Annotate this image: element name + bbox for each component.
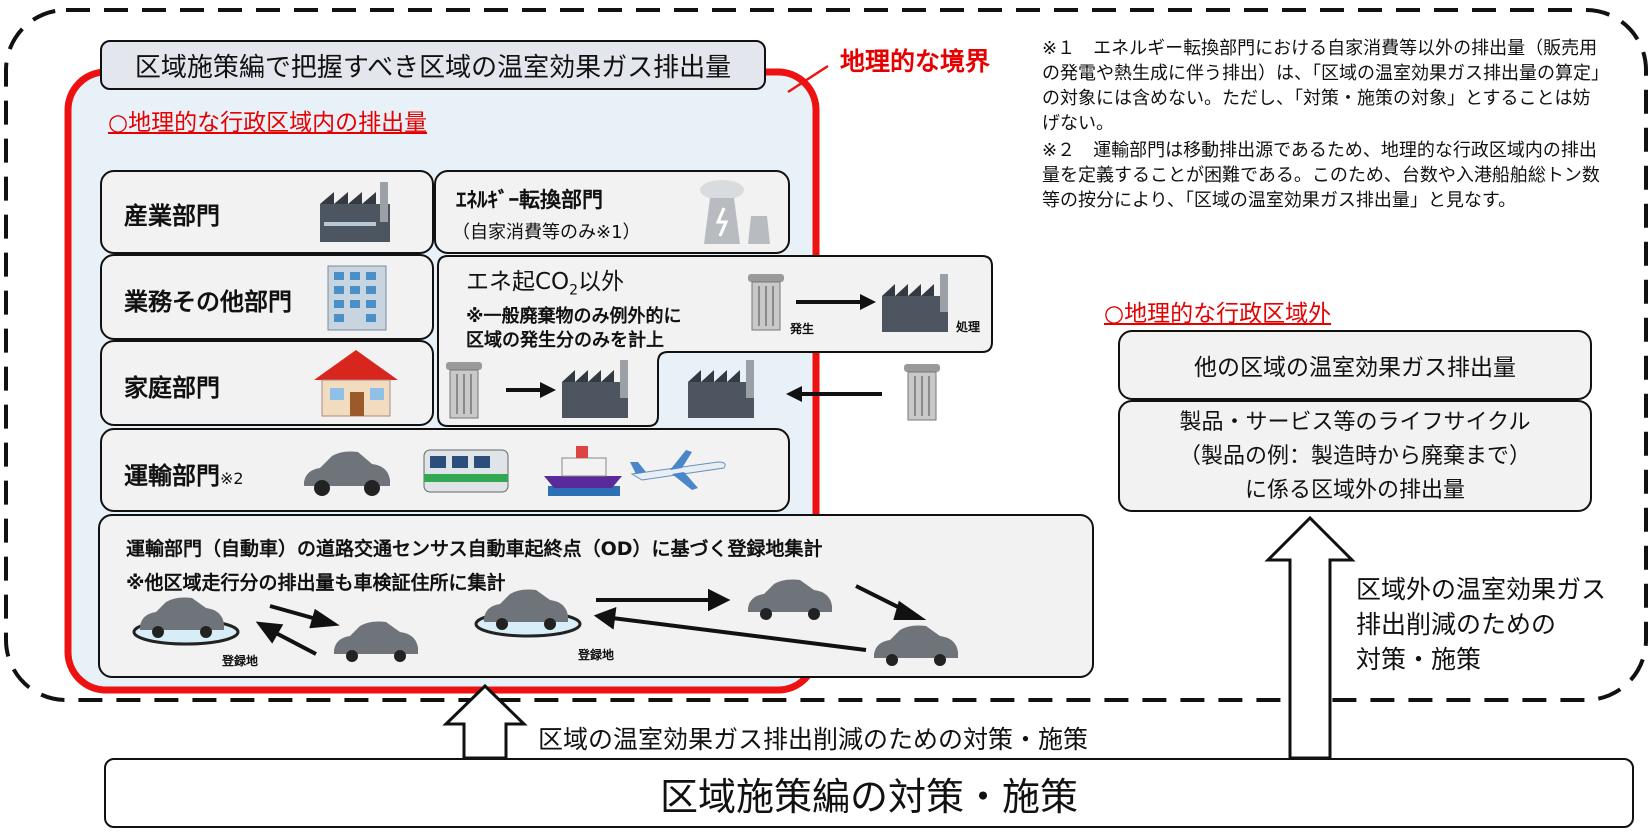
factory-icon [688, 360, 754, 418]
factory-icon [562, 360, 628, 418]
outside-measures-line-2: 排出削減のための [1356, 610, 1557, 639]
bottom-measures-box: 区域施策編の対策・施策 [104, 758, 1634, 828]
registered-label-2: 登録地 [578, 648, 615, 662]
boundary-leader-line [787, 64, 829, 94]
non-energy-note-1: ※一般廃棄物のみ例外的に [466, 306, 682, 327]
outside-measures-label: 区域外の温室効果ガス 排出削減のための 対策・施策 [1356, 572, 1606, 677]
non-energy-note-2: 区域の発生分のみを計上 [466, 330, 664, 351]
household-label: 家庭部門 [124, 374, 220, 402]
od-arrow [611, 616, 867, 652]
house-icon [314, 350, 398, 417]
od-arrow [269, 604, 321, 622]
transport-sector-box: 運輸部門※2 [100, 428, 790, 512]
title-box: 区域施策編で把握すべき区域の温室効果ガス排出量 [100, 40, 766, 90]
od-arrow [273, 630, 317, 656]
energy-label: ｴﾈﾙｷﾞｰ転換部門 [456, 188, 603, 212]
registered-label-1: 登録地 [222, 654, 259, 668]
other-region-box: 他の区域の温室効果ガス排出量 [1118, 330, 1592, 400]
note-2: ※２ 運輸部門は移動排出源であるため、地理的な行政区域内の排出量を定義することが… [1042, 140, 1600, 211]
business-sector-box: 業務その他部門 [100, 254, 434, 340]
trash-can-icon [446, 362, 482, 419]
od-registration-box: 運輸部門（自動車）の道路交通センサス自動車起終点（OD）に基づく登録地集計 ※他… [98, 514, 1094, 678]
outside-measures-arrow [1264, 515, 1356, 760]
od-title: 運輸部門（自動車）の道路交通センサス自動車起終点（OD）に基づく登録地集計 [126, 538, 823, 560]
energy-sector-box: ｴﾈﾙｷﾞｰ転換部門 （自家消費等のみ※1） [434, 170, 790, 254]
power-plant-icon [700, 180, 770, 244]
outside-section-label: ○地理的な行政区域外 [1104, 301, 1332, 327]
lifecycle-line-2: （製品の例：製造時から廃棄まで） [1178, 444, 1531, 469]
other-region-text: 他の区域の温室効果ガス排出量 [1194, 355, 1516, 381]
car-icon [304, 451, 390, 496]
lifecycle-line-1: 製品・サービス等のライフサイクル [1179, 410, 1531, 435]
non-energy-title-prefix: エネ起CO [466, 269, 570, 295]
inside-measures-label: 区域の温室効果ガス排出削減のための対策・施策 [538, 725, 1089, 754]
non-energy-title-suffix: 以外 [578, 269, 625, 295]
business-label: 業務その他部門 [124, 288, 292, 316]
ship-icon [544, 446, 622, 496]
train-icon [423, 449, 509, 493]
industry-sector-box: 産業部門 [100, 170, 434, 254]
process-label: 処理 [956, 320, 981, 334]
non-energy-title-sub: 2 [569, 282, 579, 299]
outside-measures-line-1: 区域外の温室効果ガス [1356, 575, 1607, 604]
note-1: ※１ エネルギー転換部門における自家消費等以外の排出量（販売用の発電や熱生成に伴… [1042, 38, 1600, 134]
title-text: 区域施策編で把握すべき区域の温室効果ガス排出量 [134, 52, 732, 83]
factory-icon [320, 182, 390, 242]
generate-label: 発生 [790, 322, 815, 336]
trash-can-icon [904, 364, 940, 421]
airplane-icon [630, 450, 726, 490]
trash-can-icon [748, 274, 784, 331]
inside-section-label: ○地理的な行政区域内の排出量 [108, 110, 428, 136]
inside-measures-arrow [442, 683, 528, 760]
car-icon [748, 579, 832, 620]
boundary-label: 地理的な境界 [840, 47, 991, 76]
car-icon [874, 625, 958, 666]
energy-note: （自家消費等のみ※1） [452, 222, 641, 243]
transport-label-text: 運輸部門 [124, 462, 220, 490]
office-building-icon [327, 265, 387, 331]
lifecycle-box: 製品・サービス等のライフサイクル （製品の例：製造時から廃棄まで） に係る区域外… [1118, 400, 1592, 512]
lifecycle-line-3: に係る区域外の排出量 [1244, 478, 1465, 503]
industry-label: 産業部門 [124, 202, 220, 230]
car-icon [484, 589, 568, 630]
outside-measures-line-3: 対策・施策 [1356, 645, 1482, 674]
bottom-measures-title: 区域施策編の対策・施策 [659, 774, 1078, 819]
car-icon [140, 597, 224, 638]
od-note: ※他区域走行分の排出量も車検証住所に集計 [126, 572, 506, 594]
transport-label-mark: ※2 [220, 469, 244, 488]
car-icon [334, 621, 418, 662]
household-sector-box: 家庭部門 [100, 340, 434, 426]
non-energy-title: エネ起CO2以外 [466, 262, 624, 299]
outer-dashed-boundary [4, 8, 1648, 702]
factory-icon [882, 274, 948, 332]
transport-label: 運輸部門※2 [124, 456, 244, 491]
